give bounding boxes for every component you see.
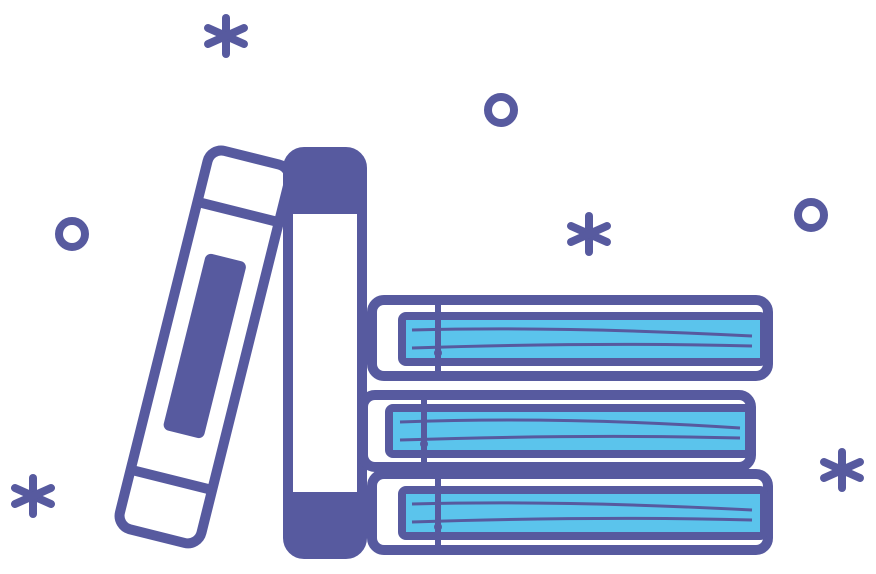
stacked-book-middle-icon [358, 390, 756, 472]
sparkle-asterisk-icon [567, 212, 611, 256]
sparkle-circle-icon [484, 93, 518, 127]
stacked-book-top-icon [367, 295, 773, 381]
sparkle-asterisk-icon [204, 14, 248, 58]
sparkle-asterisk-icon [11, 474, 55, 518]
sparkle-circle-icon [55, 217, 89, 251]
upright-book-icon [283, 147, 367, 559]
sparkle-circle-icon [794, 198, 828, 232]
stacked-book-bottom-icon [367, 469, 773, 555]
leaning-book-icon [114, 145, 295, 549]
sparkle-asterisk-icon [820, 448, 864, 492]
